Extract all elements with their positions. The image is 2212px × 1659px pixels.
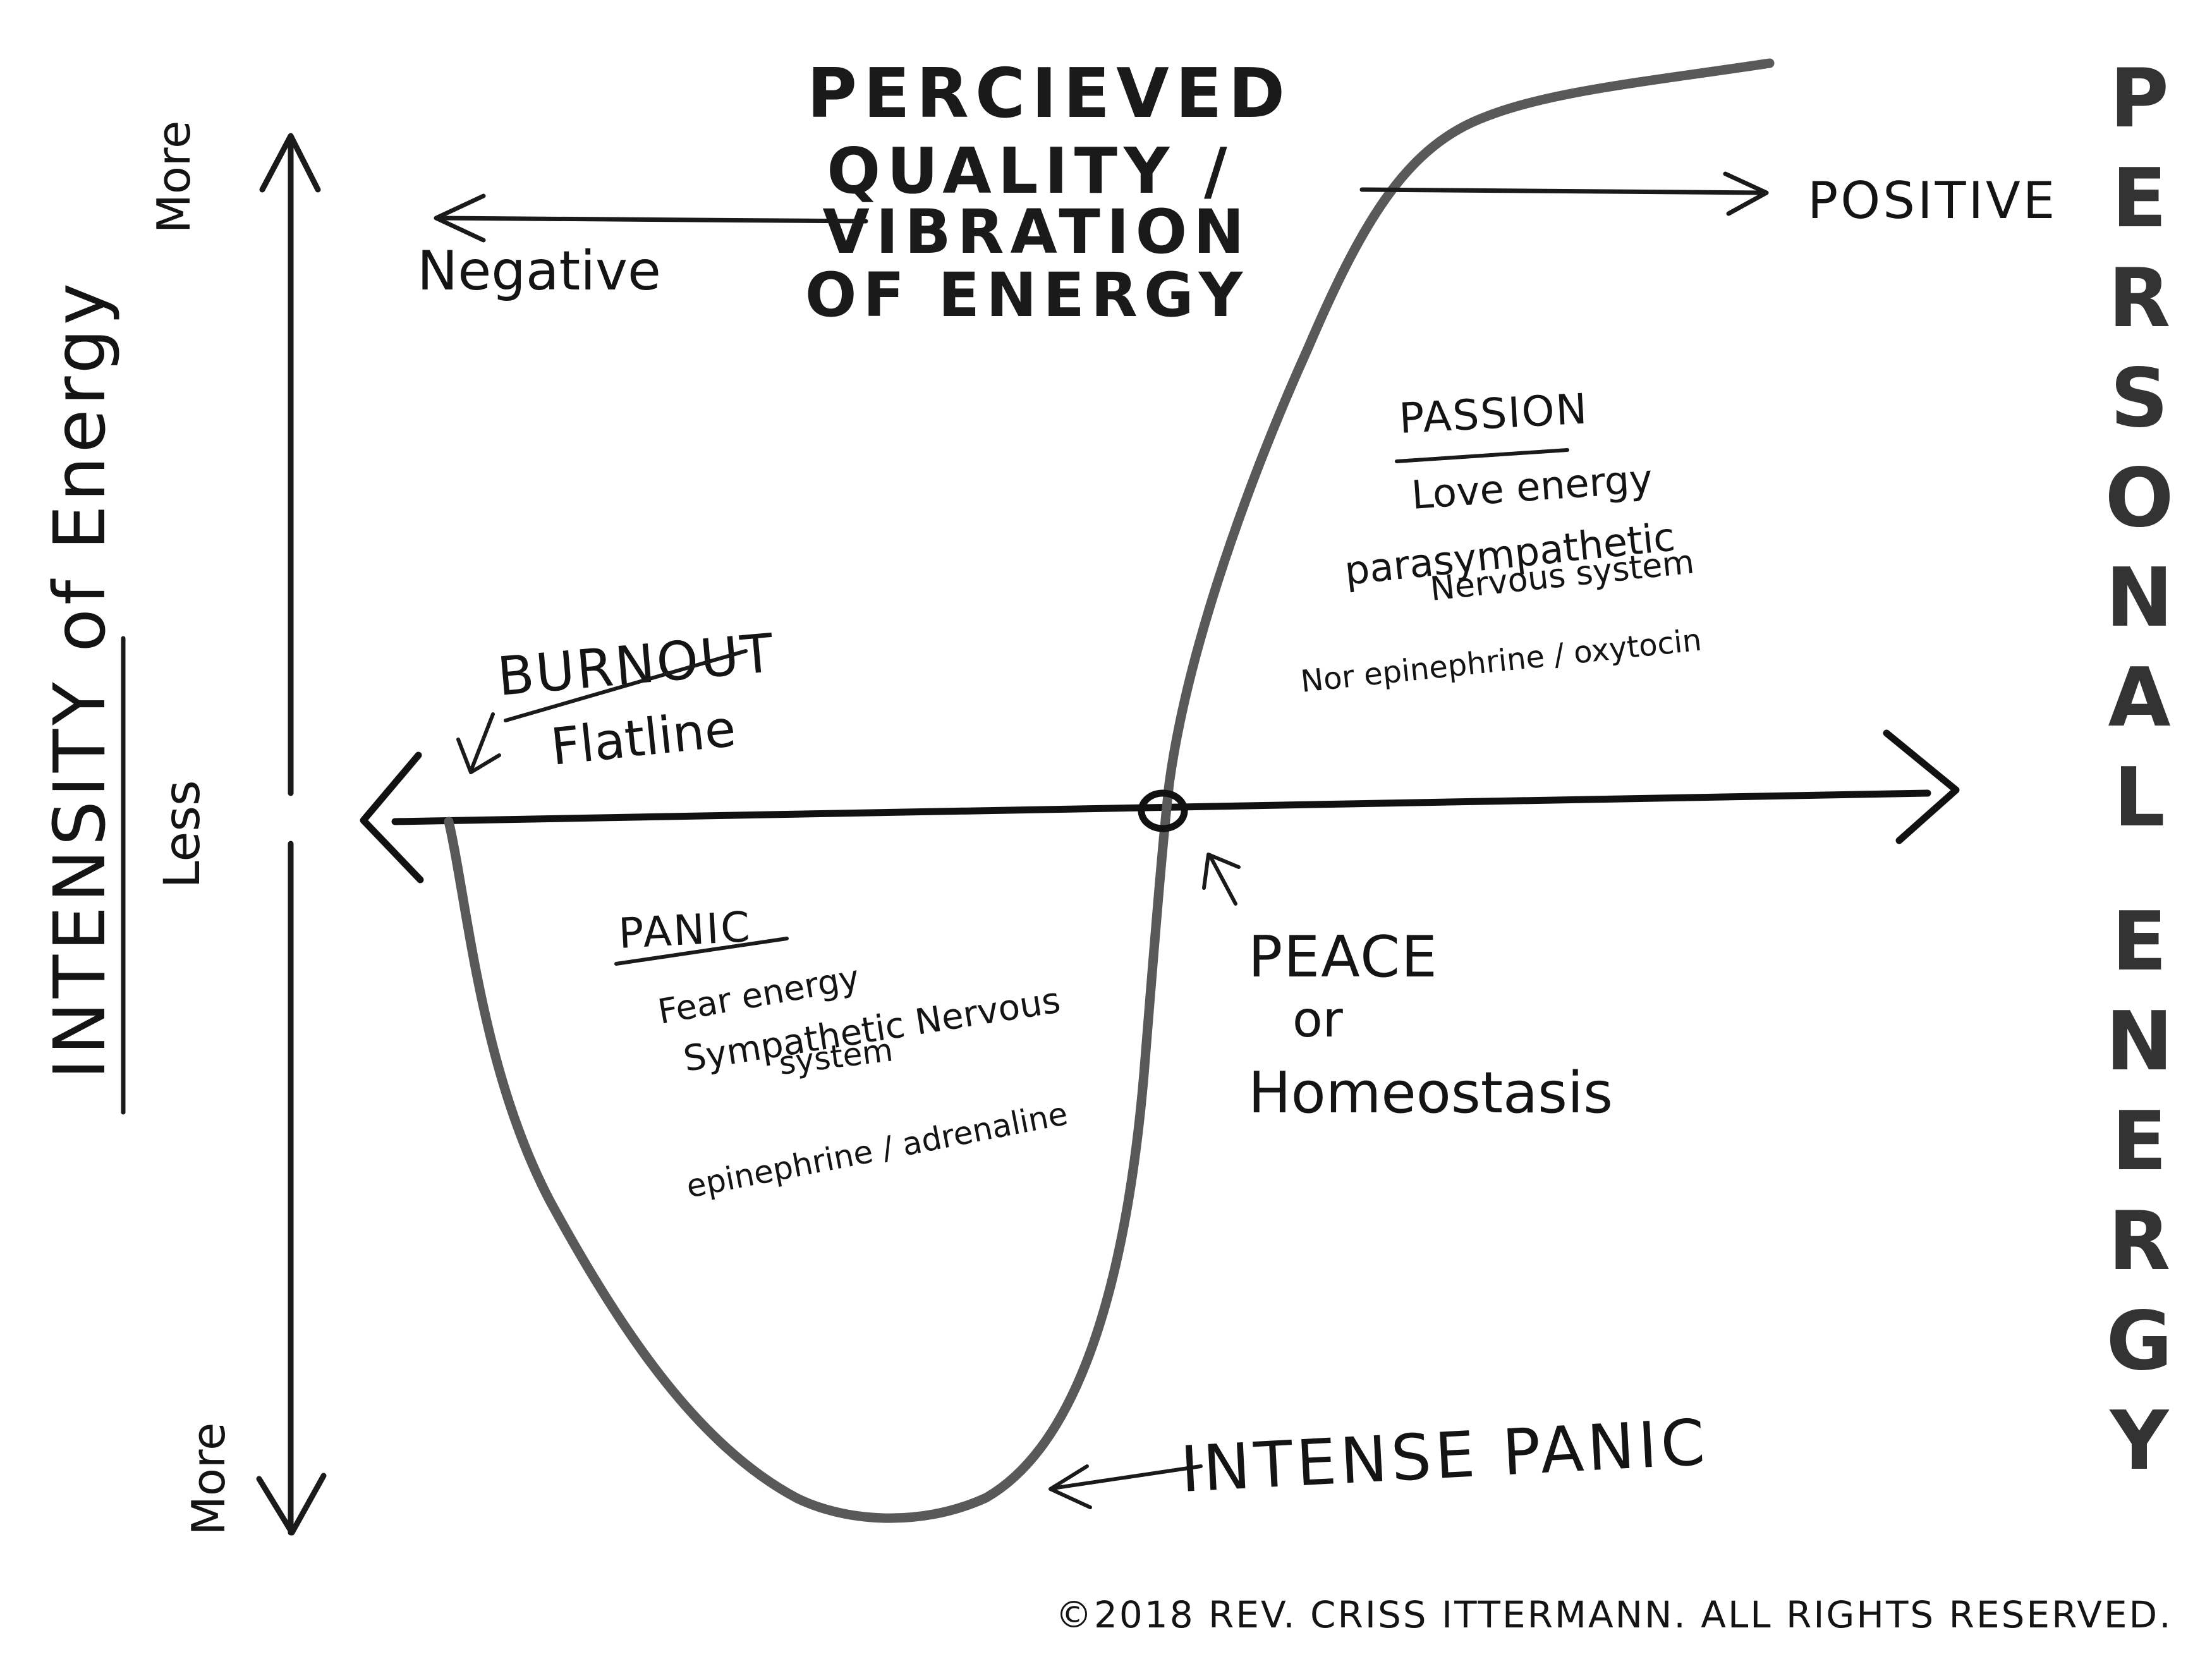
peace-pointer-line: [1208, 854, 1237, 906]
axis-top-label: More: [147, 121, 200, 234]
burnout-pointer-arrow-icon: [456, 738, 501, 774]
left-arrow-icon: [360, 751, 424, 884]
down-arrow-icon: [256, 1473, 327, 1536]
panic-line-4: epinephrine / adrenaline: [683, 1095, 1071, 1205]
copyright-notice: ©2018 REV. CRISS ITTERMANN. ALL RIGHTS R…: [1055, 1593, 2173, 1636]
flatline-label: Flatline: [548, 699, 738, 777]
panic-underline: [614, 937, 789, 966]
header-line-3: VIBRATION: [822, 197, 1250, 267]
positive-label: POSITIVE: [1808, 171, 2057, 230]
header-line-1: PERCIEVED: [807, 54, 1291, 133]
homeostasis-label: Homeostasis: [1248, 1060, 1613, 1126]
peace-annotation: PEACE or Homeostasis: [1202, 853, 1613, 1126]
peace-label: PEACE: [1248, 924, 1438, 990]
negative-label: Negative: [417, 240, 661, 303]
passion-annotation: PASSION Love energy parasympathetic Nerv…: [1299, 384, 1703, 700]
burnout-divider: [504, 649, 748, 722]
negative-direction: Negative: [417, 193, 868, 303]
burnout-label: BURNOUT: [495, 622, 777, 708]
intensity-axis-title: INTENSITY of Energy: [39, 279, 126, 1115]
passion-title: PASSION: [1398, 384, 1589, 443]
intense-panic-arrow-icon: [1048, 1464, 1092, 1509]
axis-bottom-label: More: [182, 1423, 235, 1536]
header-line-4: OF ENERGY: [805, 260, 1249, 331]
intense-panic-label: INTENSE PANIC: [1179, 1405, 1710, 1507]
positive-arrow-icon: [1723, 171, 1769, 216]
intensity-title: INTENSITY of Energy: [39, 279, 121, 1079]
origin-circle: [1138, 789, 1188, 832]
peace-pointer-arrow-icon: [1202, 853, 1241, 890]
passion-line-4: Nor epinephrine / oxytocin: [1299, 623, 1703, 700]
header-title: PERCIEVED QUALITY / VIBRATION OF ENERGY: [805, 54, 1291, 331]
passion-underline: [1395, 448, 1569, 463]
intense-panic-pointer-line: [1050, 1464, 1203, 1490]
header-line-2: QUALITY /: [827, 134, 1233, 208]
burnout-annotation: BURNOUT Flatline: [456, 622, 777, 777]
intense-panic-annotation: INTENSE PANIC: [1048, 1405, 1710, 1509]
negative-arrow-icon: [434, 193, 486, 243]
vertical-axis: [256, 133, 327, 1536]
passion-line-1: Love energy: [1410, 455, 1654, 518]
peace-or-label: or: [1292, 992, 1344, 1048]
axis-middle-label: Less: [154, 780, 211, 888]
energy-curve: [444, 58, 1775, 1523]
panic-title: PANIC: [617, 902, 753, 958]
horizontal-axis: [360, 729, 1960, 884]
panic-annotation: PANIC Fear energy Sympathetic Nervous sy…: [614, 902, 1071, 1205]
positive-direction: POSITIVE: [1359, 171, 2057, 230]
up-arrow-icon: [259, 133, 321, 193]
burnout-pointer-line: [469, 712, 495, 773]
right-arrow-icon: [1883, 729, 1960, 844]
